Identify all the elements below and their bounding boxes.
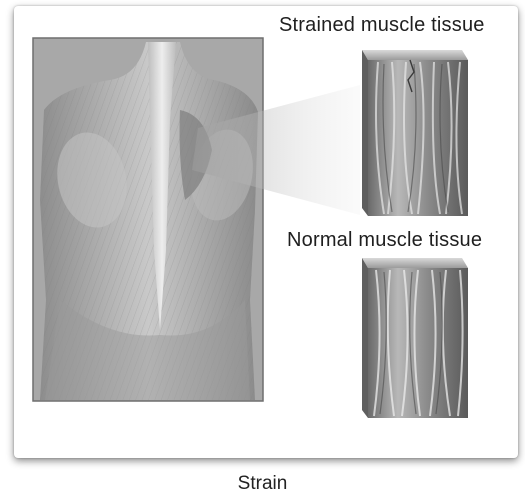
figure-caption: Strain <box>0 473 525 495</box>
strained-tissue-label: Strained muscle tissue <box>279 14 523 37</box>
normal-muscle-block <box>362 258 468 418</box>
normal-tissue-label: Normal muscle tissue <box>287 229 523 252</box>
human-back-image <box>33 38 263 401</box>
strained-muscle-block <box>362 50 468 216</box>
